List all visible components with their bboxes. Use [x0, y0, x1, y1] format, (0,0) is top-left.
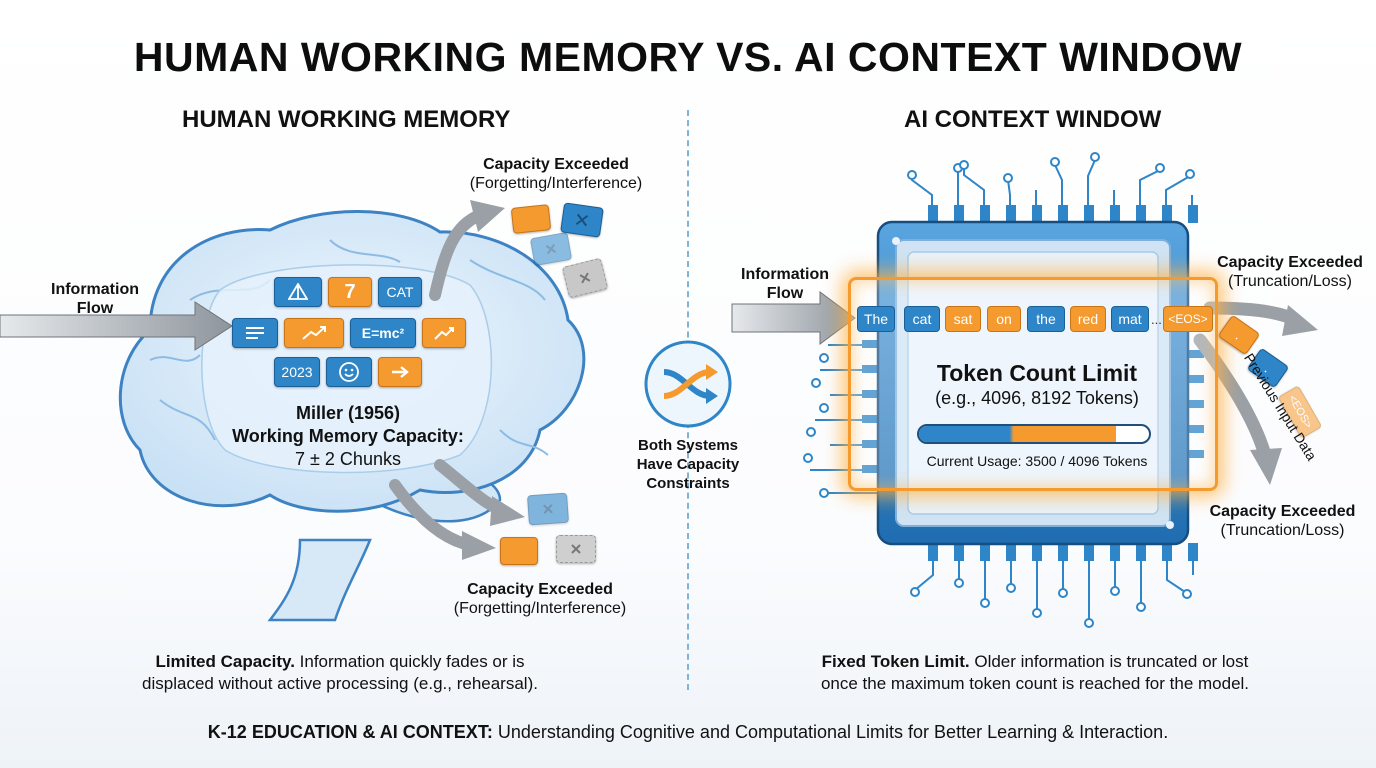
bottom-caption: K-12 EDUCATION & AI CONTEXT: Understandi…	[0, 722, 1376, 743]
capacity-value: 7 ± 2 Chunks	[295, 449, 401, 469]
exceeded-title: Capacity Exceeded	[483, 156, 629, 173]
caption-line: Constraints	[646, 475, 730, 492]
caption-line: Both Systems	[637, 437, 739, 454]
ai-summary: Fixed Token Limit. Older information is …	[770, 651, 1300, 695]
arrow-right-icon	[392, 366, 409, 378]
exceeded-detail: (Truncation/Loss)	[1228, 273, 1352, 290]
ai-info-flow-label: Information Flow	[741, 266, 829, 302]
bottom-caption-text: Understanding Cognitive and Computationa…	[492, 722, 1169, 742]
ai-section-title: AI CONTEXT WINDOW	[904, 106, 1162, 133]
text-lines-chip	[232, 318, 278, 348]
human-summary: Limited Capacity. Information quickly fa…	[100, 651, 580, 695]
human-info-flow-label: Information Flow	[51, 281, 139, 317]
summary-text-2: once the maximum token count is reached …	[820, 674, 1250, 693]
smiley-icon	[339, 362, 359, 382]
usage-progress-bar	[917, 424, 1151, 444]
usage-text: Current Usage: 3500 / 4096 Tokens	[926, 453, 1148, 469]
human-exceeded-top: Capacity Exceeded (Forgetting/Interferen…	[456, 155, 656, 194]
exceeded-detail: (Forgetting/Interference)	[453, 600, 627, 617]
escaped-chip	[510, 204, 552, 234]
close-icon	[543, 504, 553, 514]
formula-chip: E=mc²	[350, 318, 416, 348]
token: on	[987, 306, 1021, 332]
capacity-label: Working Memory Capacity:	[232, 426, 464, 446]
token: sat	[945, 306, 981, 332]
token: the	[1027, 306, 1065, 332]
arrow-chip	[378, 357, 422, 387]
ai-exceeded-bottom: Capacity Exceeded (Truncation/Loss)	[1200, 502, 1365, 541]
token: red	[1070, 306, 1106, 332]
human-section-title: HUMAN WORKING MEMORY	[182, 106, 511, 133]
token-ellipsis: ...	[1151, 312, 1162, 327]
shuffle-icon	[644, 340, 732, 428]
exceeded-title: Capacity Exceeded	[1209, 503, 1356, 520]
fading-chip	[527, 492, 569, 526]
forgotten-chip	[556, 535, 596, 563]
fading-chip	[529, 231, 573, 267]
chart-up-icon	[434, 327, 454, 340]
shared-constraint-caption: Both Systems Have Capacity Constraints	[618, 436, 758, 493]
forgotten-chip	[561, 257, 609, 299]
close-icon	[579, 272, 591, 284]
trend-chip	[284, 318, 344, 348]
escaped-chip-x	[560, 202, 604, 238]
exceeded-detail: (Forgetting/Interference)	[469, 175, 643, 192]
bottom-caption-bold: K-12 EDUCATION & AI CONTEXT:	[207, 722, 493, 742]
token-limit-title: Token Count Limit	[936, 360, 1138, 386]
pyramid-icon	[288, 283, 308, 300]
word-chip: CAT	[378, 277, 422, 307]
exceeded-title: Capacity Exceeded	[467, 581, 613, 598]
text-lines-icon	[246, 327, 264, 339]
pyramid-chip	[274, 277, 322, 307]
token-limit-example: (e.g., 4096, 8192 Tokens)	[935, 388, 1139, 408]
close-icon	[575, 213, 589, 227]
caption-line: Have Capacity	[636, 456, 740, 473]
miller-citation: Miller (1956)	[295, 403, 401, 423]
year-chip: 2023	[274, 357, 320, 387]
smiley-chip	[326, 357, 372, 387]
summary-text: Information quickly fades or is	[294, 652, 525, 671]
token: The	[857, 306, 895, 332]
exceeded-detail: (Truncation/Loss)	[1220, 522, 1345, 539]
token: mat	[1111, 306, 1149, 332]
summary-bold: Limited Capacity.	[155, 652, 295, 671]
summary-bold: Fixed Token Limit.	[821, 652, 970, 671]
token: cat	[904, 306, 940, 332]
exceeded-title: Capacity Exceeded	[1217, 254, 1363, 271]
summary-text-2: displaced without active processing (e.g…	[142, 674, 538, 693]
summary-text: Older information is truncated or lost	[969, 652, 1249, 671]
escaped-chip	[500, 537, 538, 565]
human-exceeded-bottom: Capacity Exceeded (Forgetting/Interferen…	[440, 580, 640, 619]
trend-up-icon	[302, 326, 326, 340]
close-icon	[571, 544, 581, 554]
ai-exceeded-top: Capacity Exceeded (Truncation/Loss)	[1215, 253, 1365, 292]
token: <EOS>	[1163, 306, 1213, 332]
page-title: HUMAN WORKING MEMORY VS. AI CONTEXT WIND…	[133, 34, 1243, 80]
number-chip: 7	[328, 277, 372, 307]
chart-chip	[422, 318, 466, 348]
close-icon	[545, 243, 557, 255]
usage-fill	[919, 426, 1116, 442]
